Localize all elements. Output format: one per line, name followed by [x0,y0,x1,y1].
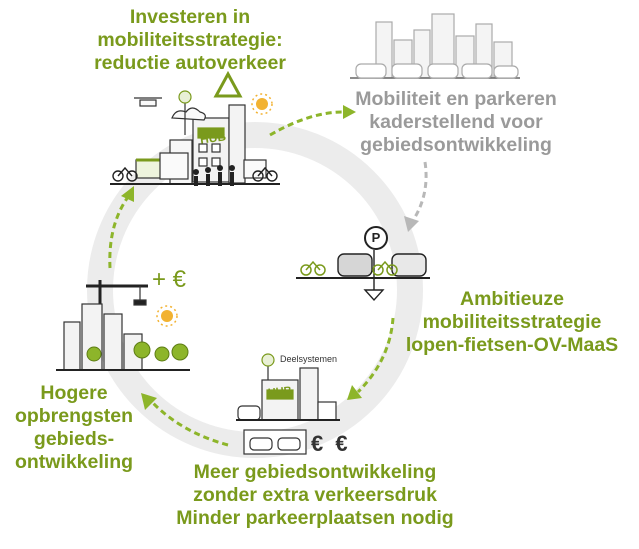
deelsystemen-label: Deelsystemen [280,354,338,364]
people-icons [193,165,235,186]
plus-euro-sign: + € [152,266,187,293]
arrow-left-to-top [108,186,134,269]
bike-icons-parking [300,260,398,276]
step-ambition-line: mobiliteitsstrategie [422,311,602,333]
step-revenue-line: opbrengsten [14,405,134,427]
sun-icon [251,93,273,115]
parking-sign: P [364,226,388,250]
step-invest-line: mobiliteitsstrategie: [97,29,283,51]
step-framework-line: Mobiliteit en parkeren [355,88,557,110]
tree-icons [86,341,189,362]
arrow-right-to-parking [404,161,428,232]
step-invest-label: Investeren in mobiliteitsstrategie: redu… [80,6,300,75]
step-invest-line: Investeren in [129,6,251,28]
step-ambition-line: lopen-fietsen-OV-MaaS [405,334,619,356]
step-revenue-label: Hogere opbrengsten gebieds- ontwikkeling [4,382,144,474]
arrow-bottom-to-left [141,393,229,447]
step-ambition-line: Ambitieuze [459,288,564,310]
step-revenue-line: Hogere [40,382,108,404]
arrow-mid-to-bottom [347,317,395,400]
step-invest-line: reductie autoverkeer [94,52,286,74]
hub-sign-bottom: HUB [267,384,293,400]
step-revenue-line: ontwikkeling [14,451,134,473]
euro-sign: € € [311,431,351,456]
bike-icons [112,166,278,182]
arrow-top-to-right [269,105,356,137]
parking-illustration [296,250,430,302]
step-framework-line: kaderstellend voor [369,111,543,133]
step-framework-line: gebiedsontwikkeling [360,134,552,156]
step-development-line: Meer gebiedsontwikkeling [193,461,437,483]
sun-icon-left [156,305,178,327]
recycle-icon [213,70,243,98]
step-revenue-line: gebieds- [33,428,115,450]
hub-shared-illustration [236,353,340,455]
step-development-label: Meer gebiedsontwikkeling zonder extra ve… [165,461,465,530]
hub-city-illustration [110,90,280,185]
step-framework-label: Mobiliteit en parkeren kaderstellend voo… [336,88,576,157]
step-ambition-label: Ambitieuze mobiliteitsstrategie lopen-fi… [392,288,632,357]
city-traffic-illustration [350,13,520,79]
step-development-line: zonder extra verkeersdruk [193,484,437,506]
step-development-line: Minder parkeerplaatsen nodig [176,507,454,529]
